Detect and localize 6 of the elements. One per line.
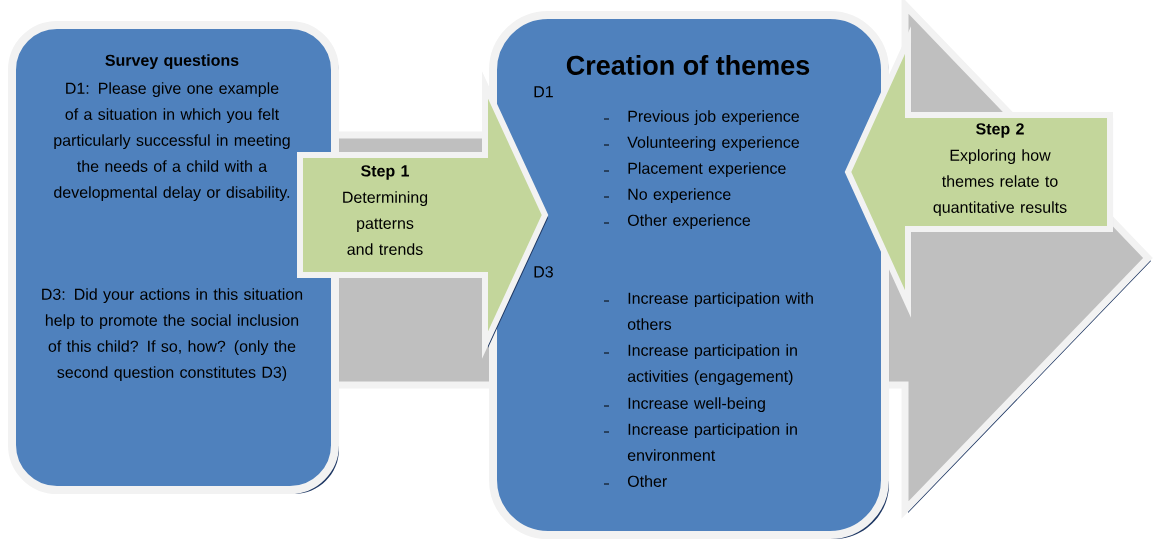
step-text: Exploring how themes relate to quantitative results	[933, 149, 1067, 217]
block-arrow	[297, 71, 549, 359]
step-text: Determining patterns and trends	[343, 191, 428, 255]
block-arrow	[844, 26, 1113, 318]
step-heading: Step 1	[361, 165, 409, 180]
step-heading: Step 2	[976, 123, 1024, 138]
